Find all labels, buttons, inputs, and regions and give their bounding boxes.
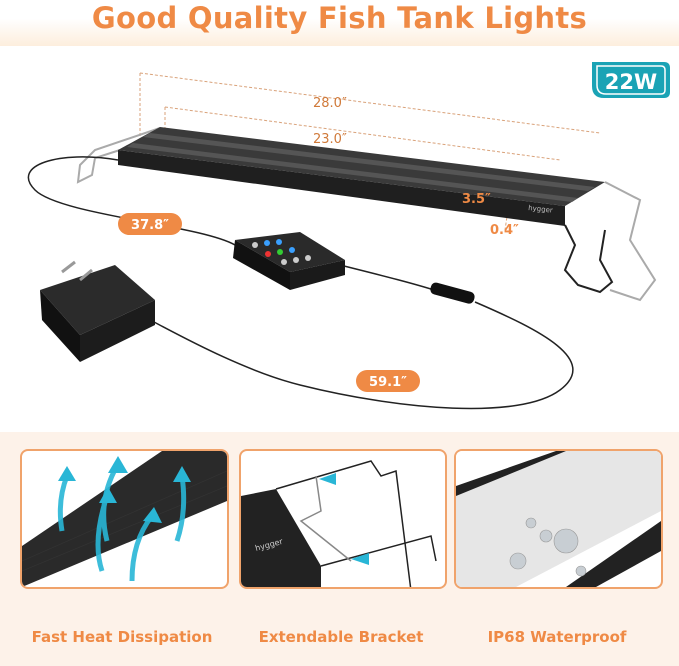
extendable-bracket-image: hygger <box>241 460 437 587</box>
feature-section: Fast Heat Dissipation hygger Extendable … <box>0 432 679 666</box>
light-length-label: 23.0″ <box>313 132 347 147</box>
extend-arrow-icon <box>351 553 369 565</box>
header-band: Good Quality Fish Tank Lights <box>0 0 679 46</box>
retract-arrow-icon <box>319 473 336 485</box>
overall-length-label: 28.0″ <box>313 96 347 111</box>
bracket-right <box>563 224 614 294</box>
svg-text:59.1″: 59.1″ <box>369 375 407 390</box>
width-label: 3.5″ <box>462 192 491 207</box>
product-diagram: 22W 28.0″ 23.0″ hygger 3.5″ 0.4″ <box>27 62 670 410</box>
controller-cable-length-badge: 37.8″ <box>118 213 182 235</box>
wattage-badge: 22W <box>592 62 670 98</box>
power-adapter <box>40 260 155 362</box>
feature-panel-waterproof <box>454 449 663 589</box>
feature-panel-bracket: hygger <box>239 449 447 589</box>
feature-label-waterproof: IP68 Waterproof <box>487 628 627 646</box>
light-bar: hygger <box>118 127 605 226</box>
water-drop-icon <box>509 517 587 577</box>
heat-dissipation-image <box>22 451 227 587</box>
waterproof-image <box>456 451 661 587</box>
feature-label-heat: Fast Heat Dissipation <box>31 628 213 646</box>
controller <box>233 232 345 290</box>
brand-logo: hygger <box>528 204 553 215</box>
page-title: Good Quality Fish Tank Lights <box>91 1 588 35</box>
wattage-text: 22W <box>605 70 657 94</box>
thickness-label: 0.4″ <box>490 223 519 238</box>
adapter-cable-length-badge: 59.1″ <box>356 370 420 392</box>
feature-label-bracket: Extendable Bracket <box>258 628 424 646</box>
cable-connector <box>430 282 475 304</box>
svg-text:37.8″: 37.8″ <box>131 218 169 233</box>
feature-panel-heat <box>20 449 229 589</box>
